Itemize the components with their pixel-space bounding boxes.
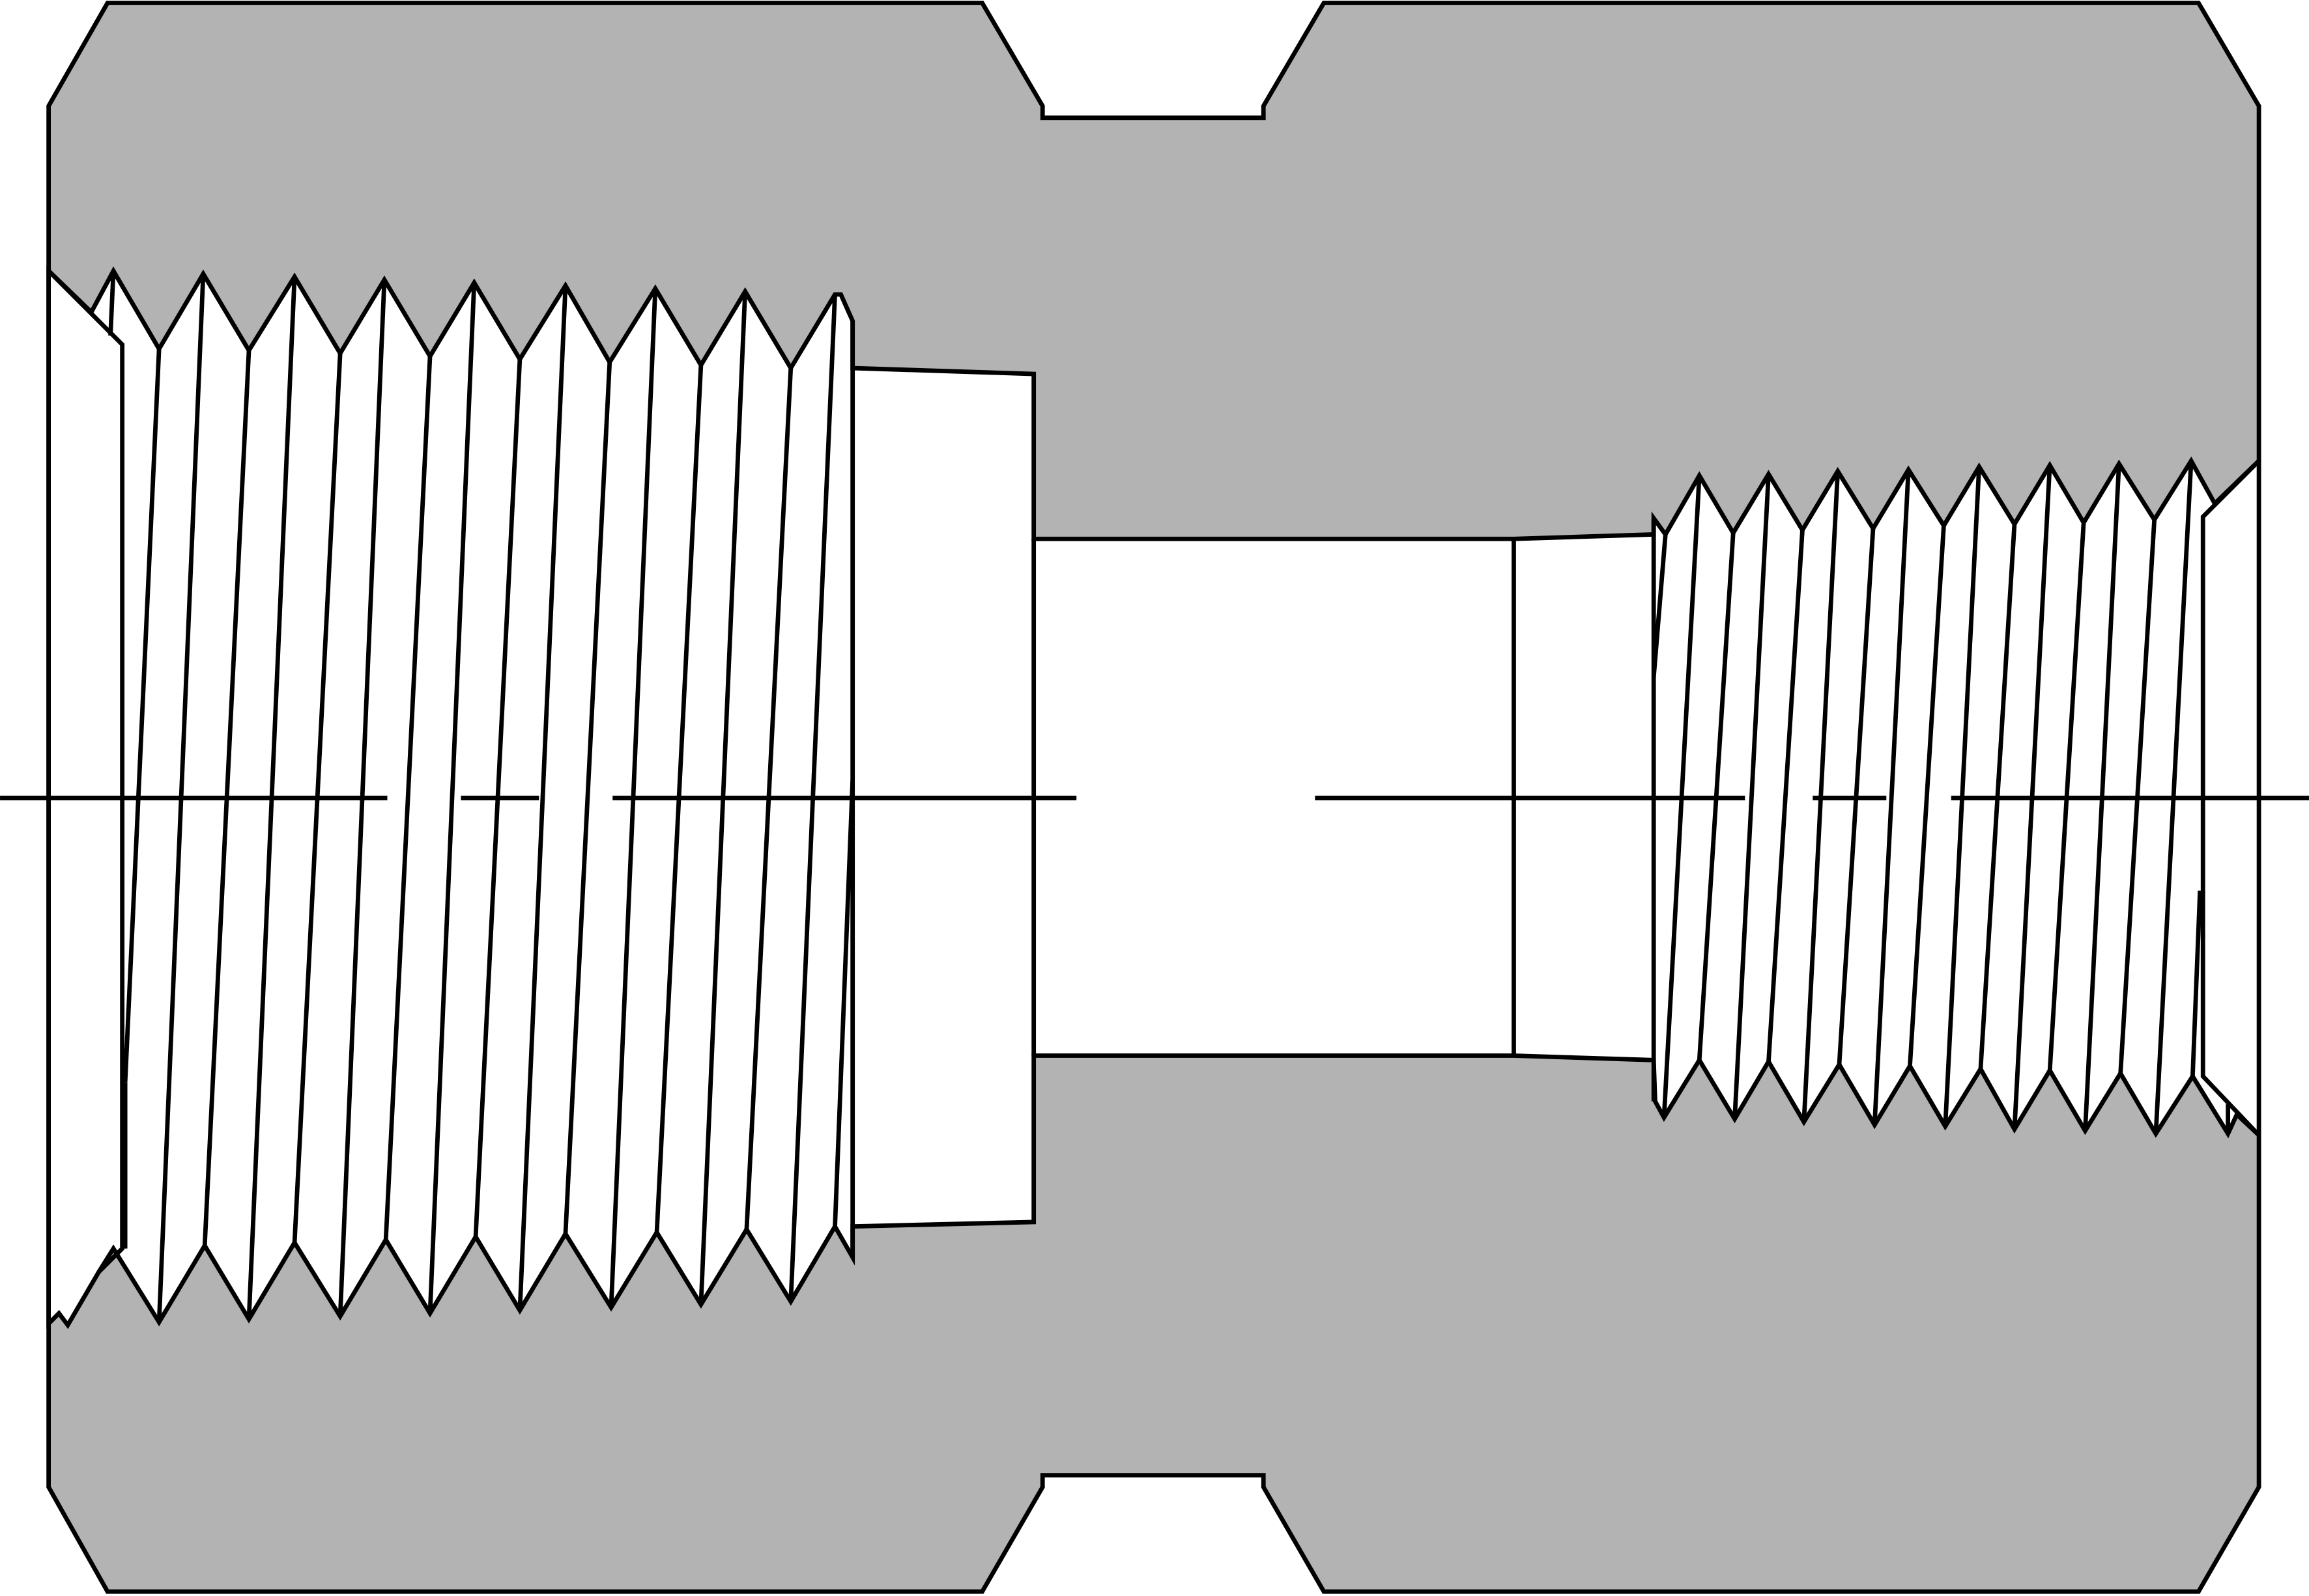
thread-helix-line xyxy=(1766,530,1805,1062)
thread-helix-line xyxy=(517,285,568,1311)
thread-helix-line xyxy=(1732,474,1771,1119)
thread-helix-line xyxy=(833,780,855,1227)
thread-helix-line xyxy=(2190,891,2203,1077)
thread-helix-line xyxy=(427,282,477,1314)
thread-helix-line xyxy=(122,349,162,1083)
thread-runout-line xyxy=(1651,534,1668,677)
thread-crest-line xyxy=(108,270,116,336)
thread-helix-line xyxy=(1872,469,1911,1125)
thread-helix-line xyxy=(563,362,612,1234)
thread-helix-line xyxy=(383,356,433,1240)
thread-helix-line xyxy=(1908,525,1946,1066)
